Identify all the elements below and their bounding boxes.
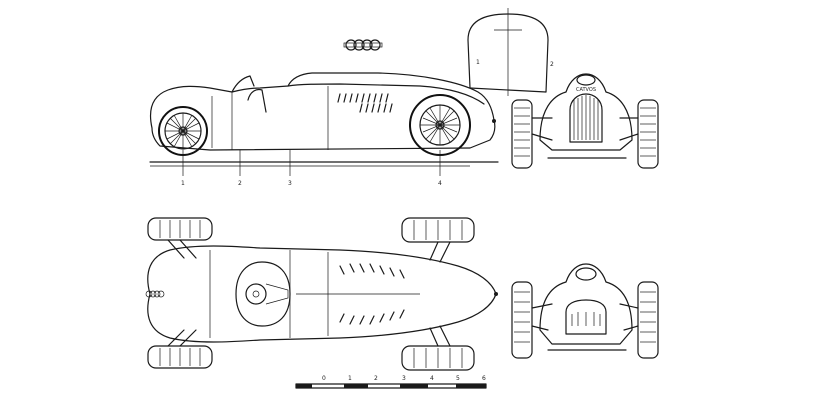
rear-left-tire [511,281,533,359]
scale-tick-label: 3 [402,375,406,382]
rear-right-tire [637,281,659,359]
side-front-wheel [158,106,208,156]
four-rings-logo [343,39,383,51]
front-left-tire [511,99,533,169]
front-elevation-view: CATVOS [511,73,659,169]
grille-badge-text: CATVOS [576,87,596,93]
scale-tick-label: 0 [322,375,326,382]
side-dimension-marks: 1 2 3 4 [181,150,442,187]
top-louvers [339,263,405,325]
scale-tick-label: 2 [374,375,378,382]
top-wheel-rear-right [401,345,475,371]
top-wheel-rear-left [401,217,475,243]
dimension-mark-label: 3 [288,180,292,187]
top-wheel-front-left [147,217,213,241]
side-rear-wheel [409,94,471,156]
scale-tick-label: 6 [482,375,486,382]
section-mark-label: 2 [550,61,554,68]
top-plan-view [145,217,498,371]
side-louvers [337,93,393,113]
side-elevation-view: 1 2 3 4 [149,72,499,187]
scale-tick-label: 4 [430,375,434,382]
cross-section-view: 1 2 [467,8,554,96]
section-mark-label: 1 [476,59,480,66]
front-grille: CATVOS [569,87,603,143]
top-wheel-front-right [147,345,213,369]
dimension-mark-label: 2 [238,180,242,187]
body-outline [149,72,496,151]
dimension-mark-label: 1 [181,180,185,187]
dimension-mark-label: 4 [438,180,442,187]
scale-tick-label: 1 [348,375,352,382]
nose-rings-logo [145,290,165,298]
rear-elevation-view [511,263,659,359]
scale-bar: 0 1 2 3 4 5 6 [295,375,487,389]
scale-tick-label: 5 [456,375,460,382]
front-right-tire [637,99,659,169]
